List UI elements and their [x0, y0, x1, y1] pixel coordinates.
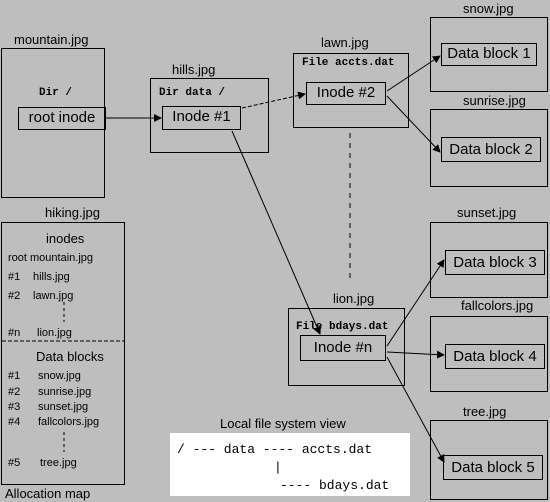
- root-row: root mountain.jpg: [8, 252, 93, 264]
- snow-host-box: [430, 17, 548, 92]
- mountain-label: mountain.jpg: [14, 32, 89, 47]
- data-block-2-box: Data block 2: [441, 137, 541, 162]
- inode-row-id: #2: [8, 290, 21, 302]
- block-row-id: #2: [8, 386, 21, 398]
- block-row-host: sunset.jpg: [38, 401, 89, 413]
- inodes-title: inodes: [46, 231, 85, 246]
- arrow-inode2-to-block2: [386, 95, 441, 153]
- block-row-host: sunrise.jpg: [38, 386, 92, 398]
- inode-row-id: #n: [8, 327, 21, 339]
- hills-label: hills.jpg: [172, 62, 216, 77]
- sunset-label: sunset.jpg: [457, 205, 517, 220]
- fs-view-title: Local file system view: [220, 416, 346, 431]
- arrow-inode1-to-inoden: [231, 130, 321, 335]
- lawn-label: lawn.jpg: [321, 35, 369, 50]
- arrow-inoden-to-block3: [386, 259, 445, 347]
- arrow-inode2-to-block1: [386, 55, 441, 92]
- tree-label: tree.jpg: [463, 404, 507, 419]
- arrow-inode1-to-inode2: [241, 91, 306, 109]
- block-row-host: snow.jpg: [38, 370, 81, 382]
- arrow-inoden-to-block4: [386, 350, 445, 359]
- hills-dir-header: Dir data /: [159, 87, 226, 99]
- inode-n-box: Inode #n: [300, 335, 386, 361]
- mountain-dir-header: Dir /: [39, 87, 73, 99]
- lion-label: lion.jpg: [333, 291, 375, 306]
- data-block-4-box: Data block 4: [445, 344, 545, 369]
- fs-view-line-2: |: [274, 460, 282, 475]
- block-row-host: tree.jpg: [40, 457, 77, 469]
- inode-row-host: hills.jpg: [33, 271, 70, 283]
- tree-host-box: [430, 420, 548, 500]
- block-row-id: #5: [8, 457, 21, 469]
- allocation-map-box: inodes root mountain.jpg #1 hills.jpg #2…: [1, 222, 125, 485]
- hiking-label: hiking.jpg: [45, 205, 100, 220]
- inode-row-host: lawn.jpg: [33, 290, 74, 302]
- sunrise-label: sunrise.jpg: [463, 93, 526, 108]
- sunset-host-box: [430, 222, 548, 298]
- fs-view-panel: / --- data ---- accts.dat | ---- bdays.d…: [170, 433, 410, 496]
- data-block-1-box: Data block 1: [441, 43, 537, 66]
- fs-view-line-1: / --- data ---- accts.dat: [177, 442, 373, 457]
- inode-row-host: lion.jpg: [37, 327, 72, 339]
- block-row-id: #1: [8, 370, 21, 382]
- snow-label: snow.jpg: [463, 1, 514, 16]
- fs-view-line-3: ---- bdays.dat: [280, 478, 390, 493]
- root-inode-box: root inode: [18, 107, 106, 130]
- arrow-inoden-to-block5: [386, 356, 445, 463]
- block-row-host: fallcolors.jpg: [38, 416, 100, 428]
- lawn-host-box: File accts.dat: [293, 53, 409, 128]
- allocation-map-caption: Allocation map: [5, 486, 91, 501]
- hills-host-box: Dir data /: [150, 78, 269, 153]
- data-block-5-box: Data block 5: [443, 455, 543, 480]
- data-block-3-box: Data block 3: [445, 250, 545, 275]
- mountain-host-box: Dir /: [1, 48, 105, 198]
- block-row-id: #4: [8, 416, 21, 428]
- sunrise-host-box: [430, 109, 548, 187]
- fallcolors-label: fallcolors.jpg: [461, 298, 534, 313]
- inode-2-box: Inode #2: [306, 82, 386, 105]
- inode-1-box: Inode #1: [162, 106, 241, 130]
- lawn-file-header: File accts.dat: [302, 57, 395, 69]
- block-row-id: #3: [8, 401, 21, 413]
- data-blocks-title: Data blocks: [36, 349, 104, 364]
- inode-row-id: #1: [8, 271, 21, 283]
